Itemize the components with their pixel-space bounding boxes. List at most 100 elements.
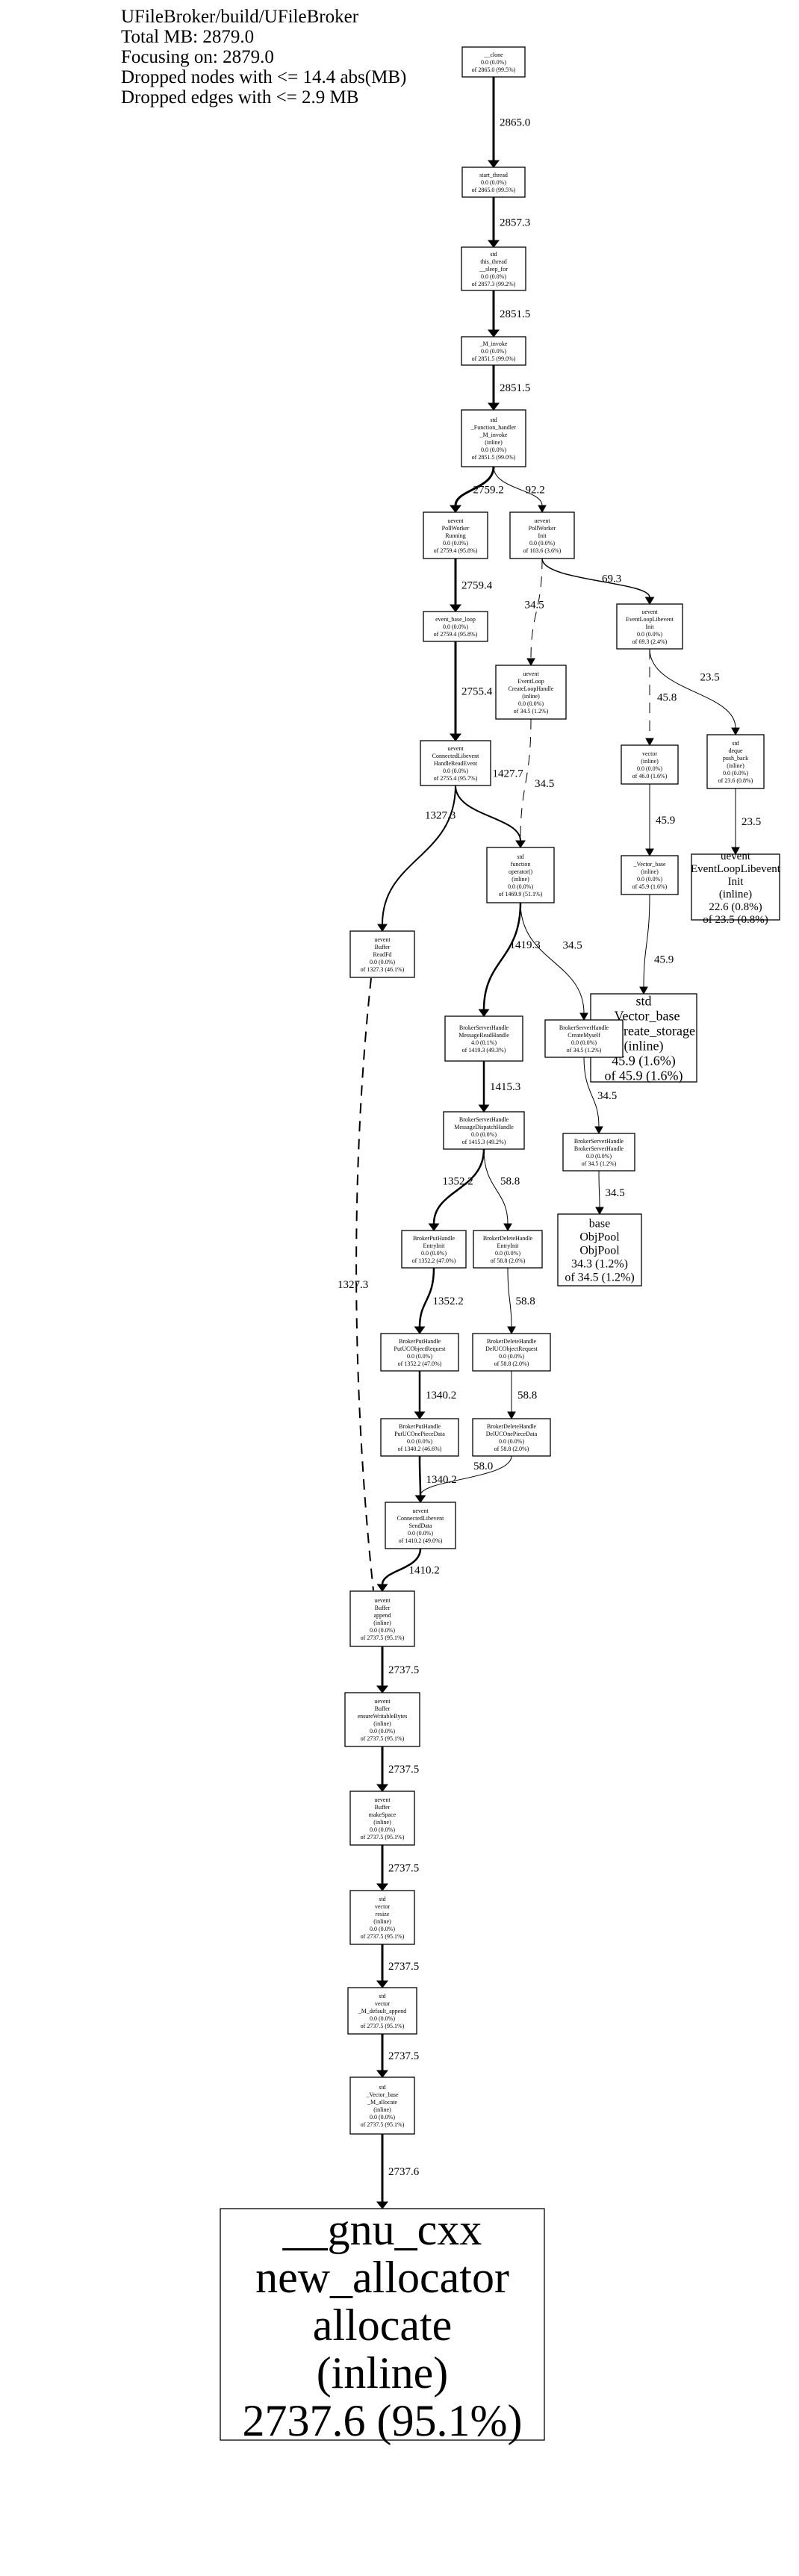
node-label-line: _Vector_base [365,2091,399,2098]
node-label-line: BrokerDeleteHandle [487,1338,537,1345]
node-box [423,611,488,642]
edge-arrowhead [503,1223,512,1232]
node-label-line: 0.0 (0.0%) [443,540,468,547]
graph-edge: 34.5 [595,1170,625,1216]
node-label-line: BrokerPutHandle [399,1338,441,1345]
edge-arrowhead [376,1685,389,1693]
node-label-line: uevent [447,745,464,752]
graph-edge: 45.9 [639,894,674,995]
edge-weight-label: 2857.3 [500,217,530,229]
edge-arrowhead [376,1883,389,1891]
edge-arrowhead [376,2201,389,2209]
node-label-line: of 2857.3 (99.2%) [472,281,516,287]
node-label-line: BrokerPutHandle [413,1235,455,1242]
node-label-line: MessageDispatchHandle [454,1124,514,1130]
node-label-line: of 23.5 (0.8%) [703,914,768,926]
node-label-line: BrokerServerHandle [559,1024,609,1031]
node-box [349,2076,415,2135]
node-label-line: __sleep_for [479,266,508,273]
node-label-line: (inline) [373,1918,391,1925]
edge-arrowhead [645,738,654,747]
graph-edge: 2737.5 [376,1844,419,1891]
node-label-line: uevent [412,1508,429,1514]
node-label-line: 0.0 (0.0%) [518,700,544,707]
edge-arrowhead [377,924,388,932]
edge-arrowhead [449,733,462,741]
node-label-line: std [517,853,523,860]
graph-edge: 2737.5 [376,2033,419,2078]
graph-edge: 2851.5 [487,365,530,411]
node-label-line: vector [375,2000,390,2007]
edge-weight-label: 2737.5 [388,1961,419,1973]
graph-edge: 1340.2 [414,1371,456,1419]
edge-arrowhead [478,1104,490,1113]
node-label-line: 0.0 (0.0%) [370,1826,395,1833]
node-label-line: Buffer [375,1804,391,1811]
graph-edge: 2759.4 [449,559,493,612]
node-label-line: _Vector_base [632,861,666,868]
edge-weight-label: 2737.6 [388,2166,420,2178]
node-box [444,1015,523,1062]
edge-path [420,1455,512,1496]
node-label-line: of 2737.5 (95.1%) [361,2023,405,2029]
edge-arrowhead [487,240,500,248]
node-label-line: (inline) [522,693,540,700]
node-box [401,1230,467,1269]
graph-edge: 92.2 [493,466,547,514]
graph-edge: 1327.3 [338,977,388,1592]
edge-arrowhead [376,1784,389,1792]
edge-arrowhead [478,1009,490,1017]
header-line: Dropped nodes with <= 14.4 abs(MB) [121,67,406,87]
node-label-line: 0.0 (0.0%) [481,59,506,66]
node-label-line: of 34.5 (1.2%) [514,708,549,715]
edge-arrowhead [487,402,500,411]
node-box [385,1502,456,1549]
node-label-line: 0.0 (0.0%) [529,540,555,547]
node-label-line: start_thread [479,172,508,178]
node-label-line: (inline) [373,1620,391,1626]
node-label-line: __gnu_cxx [282,2205,482,2254]
node-label-line: of 2737.5 (95.1%) [361,1735,405,1742]
node-label-line: std [379,1896,385,1903]
edge-weight-label: 2851.5 [500,308,530,320]
node-label-line: uevent [523,671,539,677]
node-label-line: allocate [313,2300,453,2350]
node-label-line: uevent [374,1597,391,1604]
node-label-line: MessageReadHandle [458,1032,509,1039]
node-label-line: of 46.0 (1.6%) [632,773,668,780]
node-label-line: uevent [447,517,464,524]
graph-node: BrokerServerHandleMessageDispatchHandle0… [443,1111,525,1150]
node-label-line: PutUCOnePieceData [394,1431,445,1437]
node-label-line: Running [445,532,466,539]
node-box [473,1230,543,1269]
node-label-line: 34.3 (1.2%) [571,1258,628,1271]
node-label-line: 45.9 (1.6%) [612,1053,675,1068]
node-label-line: PollWorker [442,525,470,532]
edge-weight-label: 2759.2 [473,485,504,497]
node-box [344,1692,420,1747]
node-label-line: (inline) [373,1720,391,1727]
node-box [461,336,526,366]
graph-edge: 2755.4 [449,641,493,741]
node-label-line: operator() [509,868,532,875]
graph-node: BrokerDeleteHandleDelUCObjectRequest0.0 … [472,1333,551,1372]
node-label-line: append [373,1612,391,1619]
node-label-line: of 69.3 (2.4%) [632,638,668,645]
header-line: UFileBroker/build/UFileBroker [121,7,359,27]
edge-weight-label: 1419.3 [510,939,541,951]
node-label-line: of 1469.9 (51.1%) [499,891,543,897]
node-label-line: std [379,1993,385,2000]
edge-weight-label: 1340.2 [426,1390,456,1401]
node-label-line: EventLoop [517,678,544,685]
node-box [557,1213,642,1287]
edge-weight-label: 23.5 [700,672,720,684]
node-label-line: 2737.6 (95.1%) [243,2396,523,2445]
